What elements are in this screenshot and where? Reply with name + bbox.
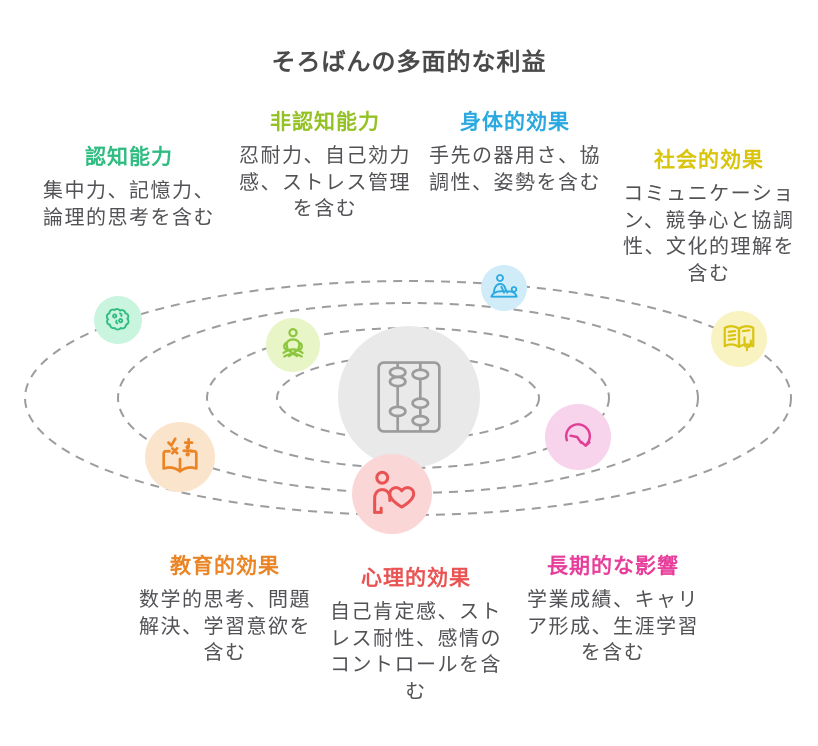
category-description: 集中力、記憶力、 論理的思考を含む	[43, 180, 215, 229]
noncognitive-orbit-badge	[266, 318, 320, 372]
open-book-hand-icon	[723, 325, 755, 352]
category-title: 非認知能力	[270, 111, 380, 134]
category-block-cognitive: 認知能力 集中力、記憶力、 論理的思考を含む	[38, 145, 220, 231]
category-title: 心理的効果	[361, 567, 471, 590]
category-description: コミュニケーショ ン、競争心と協調 性、文化的理解を 含む	[623, 183, 795, 286]
brain-icon	[105, 308, 130, 331]
physical-orbit-badge	[481, 265, 527, 311]
category-block-physical: 身体的効果 手先の器用さ、協 調性、姿勢を含む	[424, 110, 606, 196]
psychological-orbit-badge	[352, 454, 432, 534]
math-book-icon	[162, 437, 198, 473]
category-description: 数学的思考、問題 解決、学習意欲を 含む	[139, 589, 311, 665]
category-title: 身体的効果	[460, 111, 570, 134]
clock-history-arrow-icon	[565, 423, 592, 447]
social-orbit-badge	[711, 311, 767, 367]
category-block-psychological: 心理的効果 自己肯定感、スト レス耐性、感情の コントロールを含 む	[325, 566, 507, 706]
page-title: そろばんの多面的な利益	[271, 49, 547, 76]
category-description: 学業成績、キャリ ア形成、生涯学習 を含む	[527, 589, 699, 665]
abacus-icon	[377, 361, 441, 433]
category-block-longterm: 長期的な影響 学業成績、キャリ ア形成、生涯学習 を含む	[522, 554, 704, 667]
cognitive-orbit-badge	[94, 296, 142, 344]
category-block-social: 社会的効果 コミュニケーショ ン、競争心と協調 性、文化的理解を 含む	[618, 148, 800, 288]
longterm-orbit-badge	[545, 404, 611, 470]
category-block-noncognitive: 非認知能力 忍耐力、自己効力 感、ストレス管理 を含む	[234, 110, 416, 223]
posture-massage-icon	[490, 274, 518, 298]
center-circle	[338, 326, 480, 468]
category-block-educational: 教育的効果 数学的思考、問題 解決、学習意欲を 含む	[134, 554, 316, 667]
category-title: 認知能力	[85, 146, 173, 169]
educational-orbit-badge	[145, 422, 215, 492]
category-title: 教育的効果	[170, 555, 280, 578]
meditation-person-icon	[282, 328, 304, 358]
category-description: 忍耐力、自己効力 感、ストレス管理 を含む	[239, 145, 411, 221]
category-title: 社会的効果	[654, 149, 764, 172]
category-title: 長期的な影響	[547, 555, 679, 578]
category-description: 手先の器用さ、協 調性、姿勢を含む	[429, 145, 601, 194]
person-heart-icon	[373, 470, 416, 514]
category-description: 自己肯定感、スト レス耐性、感情の コントロールを含 む	[330, 601, 502, 704]
